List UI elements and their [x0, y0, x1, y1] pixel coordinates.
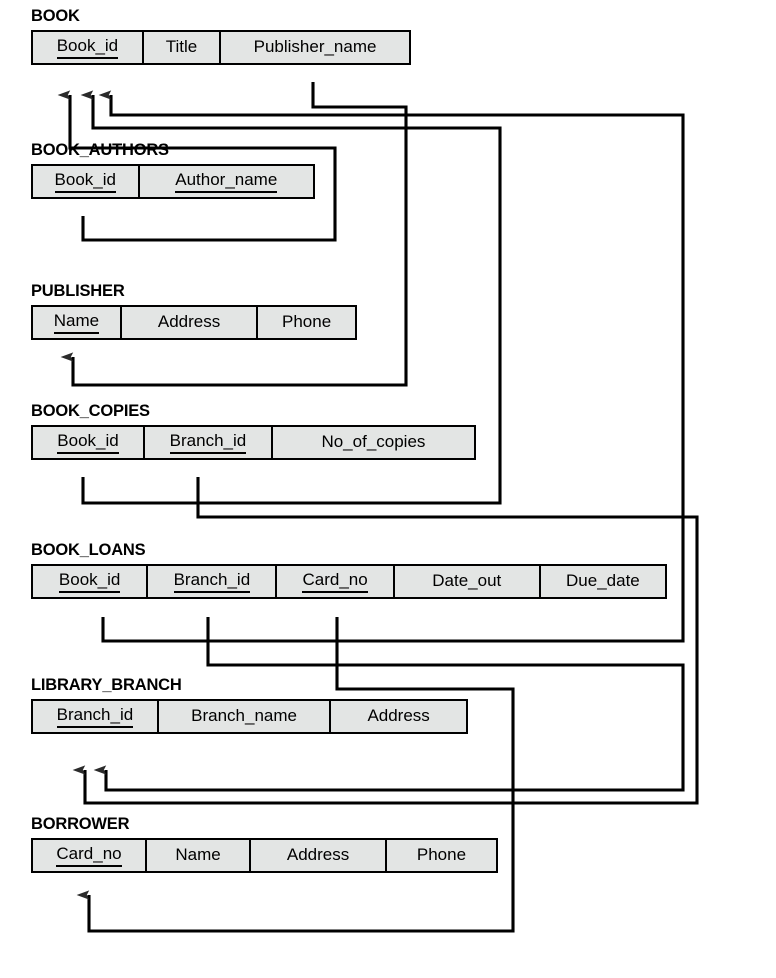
attribute-publisher-phone[interactable]: Phone: [258, 306, 355, 338]
attribute-book_copies-no_of_copies[interactable]: No_of_copies: [272, 426, 474, 458]
attribute-row-book-loans: Book_id Branch_id Card_no Date_out Due_d…: [31, 563, 667, 599]
relation-title-borrower: BORROWER: [31, 815, 130, 833]
attribute-row-book-authors: Book_id Author_name: [31, 163, 315, 199]
attribute-book-title[interactable]: Title: [143, 31, 222, 63]
relation-title-book-authors: BOOK_AUTHORS: [31, 141, 169, 159]
relation-title-book-copies: BOOK_COPIES: [31, 402, 150, 420]
relation-publisher: PUBLISHER Name Address Phone: [31, 283, 357, 340]
relation-title-book-loans: BOOK_LOANS: [31, 541, 146, 559]
attribute-book_loans-card_no[interactable]: Card_no: [277, 565, 395, 597]
attribute-book_authors-author_name[interactable]: Author_name: [139, 165, 313, 197]
attribute-row-library-branch: Branch_id Branch_name Address: [31, 698, 468, 734]
relation-title-library-branch: LIBRARY_BRANCH: [31, 676, 182, 694]
attribute-borrower-address[interactable]: Address: [251, 839, 387, 871]
attribute-library_branch-branch_name[interactable]: Branch_name: [158, 700, 332, 732]
relation-book-copies: BOOK_COPIES Book_id Branch_id No_of_copi…: [31, 403, 476, 460]
relation-title-book: BOOK: [31, 7, 80, 25]
attribute-book_loans-book_id[interactable]: Book_id: [33, 565, 149, 597]
attribute-book_loans-branch_id[interactable]: Branch_id: [148, 565, 278, 597]
attribute-row-book-copies: Book_id Branch_id No_of_copies: [31, 424, 476, 460]
relation-title-publisher: PUBLISHER: [31, 282, 125, 300]
attribute-library_branch-branch_id[interactable]: Branch_id: [33, 700, 159, 732]
relation-book: BOOK Book_id Title Publisher_name: [31, 8, 411, 65]
fk-book-publisher_name-to-publisher-name: [60, 82, 408, 387]
attribute-publisher-name[interactable]: Name: [33, 306, 122, 338]
attribute-publisher-address[interactable]: Address: [121, 306, 259, 338]
relation-book-authors: BOOK_AUTHORS Book_id Author_name: [31, 142, 315, 199]
fk-book_loans-card_no-to-borrower-card_no: [76, 617, 515, 933]
attribute-book-book_id[interactable]: Book_id: [33, 31, 144, 63]
relation-borrower: BORROWER Card_no Name Address Phone: [31, 816, 498, 873]
attribute-borrower-phone[interactable]: Phone: [386, 839, 496, 871]
relation-library-branch: LIBRARY_BRANCH Branch_id Branch_name Add…: [31, 677, 468, 734]
relation-book-loans: BOOK_LOANS Book_id Branch_id Card_no Dat…: [31, 542, 667, 599]
attribute-book_loans-date_out[interactable]: Date_out: [394, 565, 541, 597]
fk-book_copies-branch_id-to-library_branch-branch_id: [72, 477, 699, 805]
attribute-borrower-name[interactable]: Name: [147, 839, 252, 871]
attribute-borrower-card_no[interactable]: Card_no: [33, 839, 148, 871]
attribute-book_loans-due_date[interactable]: Due_date: [540, 565, 665, 597]
attribute-book-publisher_name[interactable]: Publisher_name: [221, 31, 409, 63]
attribute-library_branch-address[interactable]: Address: [331, 700, 466, 732]
attribute-row-publisher: Name Address Phone: [31, 304, 357, 340]
attribute-row-borrower: Card_no Name Address Phone: [31, 837, 498, 873]
attribute-book_authors-book_id[interactable]: Book_id: [33, 165, 140, 197]
attribute-book_copies-book_id[interactable]: Book_id: [33, 426, 146, 458]
attribute-book_copies-branch_id[interactable]: Branch_id: [145, 426, 273, 458]
attribute-row-book: Book_id Title Publisher_name: [31, 29, 411, 65]
